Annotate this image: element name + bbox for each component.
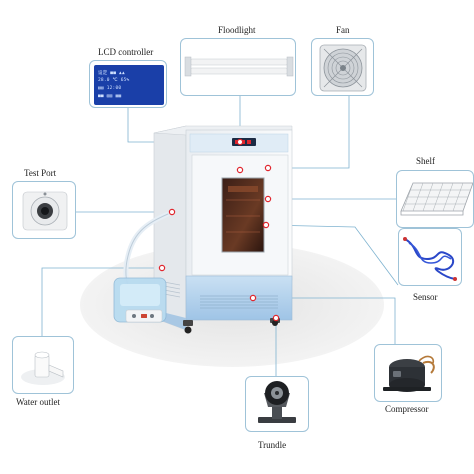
marker-testport	[168, 208, 176, 216]
coiled-cable-icon	[403, 237, 457, 281]
marker-sensor	[262, 221, 270, 229]
incubator-cabinet	[153, 125, 293, 334]
label-water-outlet: Water outlet	[16, 397, 61, 407]
marker-water	[158, 264, 166, 272]
cabinet-base	[185, 275, 293, 321]
test-port-thumbnail	[12, 181, 76, 239]
label-trundle: Trundle	[258, 440, 287, 450]
test-port-icon	[22, 191, 68, 231]
fan-thumbnail	[311, 38, 374, 96]
compressor-thumbnail	[374, 344, 442, 402]
callout-markers	[158, 138, 280, 322]
trundle-thumbnail	[245, 376, 309, 432]
label-test-port: Test Port	[24, 168, 57, 178]
water-nozzle-icon	[21, 351, 65, 385]
label-floodlight: Floodlight	[218, 25, 256, 35]
water-outlet-thumbnail	[12, 336, 74, 394]
callout-line-sensor	[265, 224, 399, 286]
compressor-icon	[383, 355, 435, 392]
caster-wheel-icon	[258, 381, 296, 423]
humidifier-unit	[113, 211, 171, 323]
marker-floodlight	[236, 166, 244, 174]
label-lcd-controller: LCD controller	[98, 47, 154, 57]
floodlight-thumbnail	[180, 38, 296, 96]
wire-rack-icon	[400, 182, 473, 216]
lcd-controller-thumbnail: 设定 ■■ ▲▲ 28.0 ℃ 65% ▤▤ 12:00 ■■ ▥▥ ▦▦	[89, 60, 167, 108]
marker-compressor	[249, 294, 257, 302]
callout-line-water	[41, 267, 160, 336]
marker-trundle	[272, 314, 280, 322]
label-compressor: Compressor	[385, 404, 429, 414]
label-sensor: Sensor	[413, 292, 438, 302]
marker-lcd	[236, 138, 244, 146]
callout-line-fan	[270, 96, 350, 169]
label-shelf: Shelf	[416, 156, 435, 166]
callout-line-compressor	[253, 297, 396, 344]
tube-light-icon	[184, 56, 294, 77]
marker-shelf	[264, 195, 272, 203]
marker-fan	[264, 164, 272, 172]
label-fan: Fan	[336, 25, 350, 35]
shelf-thumbnail	[396, 170, 474, 228]
fan-grille-icon	[319, 44, 367, 92]
lcd-screen-icon: 设定 ■■ ▲▲ 28.0 ℃ 65% ▤▤ 12:00 ■■ ▥▥ ▦▦	[94, 65, 164, 105]
sensor-thumbnail	[398, 228, 462, 286]
